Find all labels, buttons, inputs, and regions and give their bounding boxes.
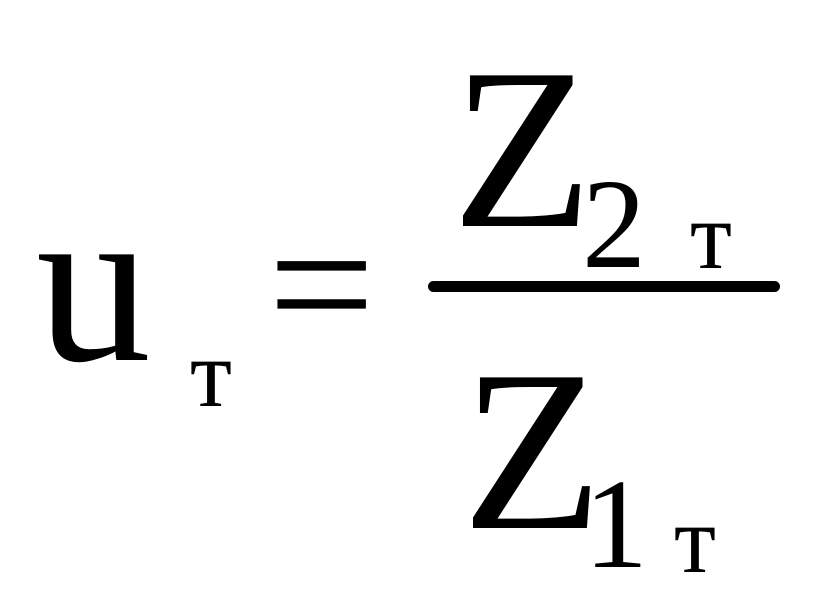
numerator-subscript-digit: 2 [582, 153, 646, 295]
numerator-variable: Z [452, 21, 593, 276]
numerator-subscript-letter: т [690, 182, 732, 289]
fraction-bar [428, 281, 780, 292]
denominator-subscript-digit: 1 [584, 453, 648, 595]
denominator-subscript-letter: т [674, 486, 716, 593]
lhs-variable: u [36, 155, 151, 410]
equals-sign: = [268, 180, 376, 390]
lhs-subscript: т [190, 320, 232, 427]
denominator-variable: Z [462, 323, 603, 578]
